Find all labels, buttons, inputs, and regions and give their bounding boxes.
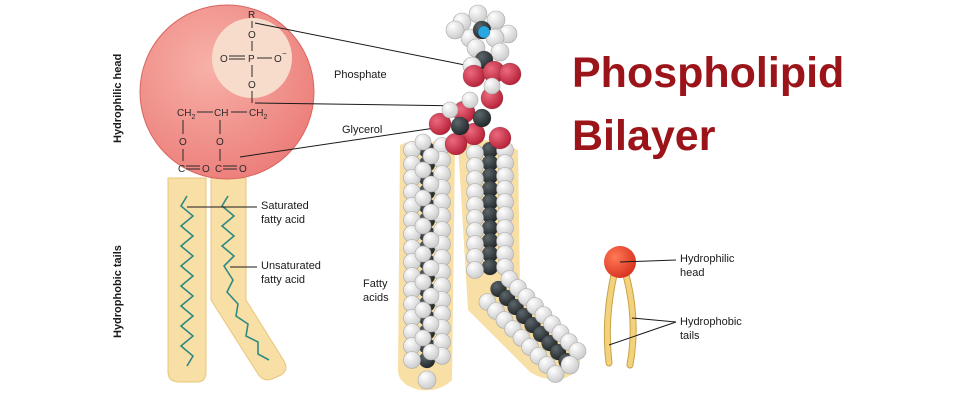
hydrogen-atom [422,203,440,221]
chem-P: P [248,54,255,65]
atom-cluster [403,4,587,390]
hydrogen-atom [422,231,440,249]
hydrogen-atom [422,287,440,305]
hydrogen-atom [560,355,580,375]
chem-minus-sign: − [282,49,287,58]
hydrogen-atom [441,101,459,119]
hydrogen-atom [403,351,421,369]
hydrogen-atom [490,42,510,62]
chem-O-ester-right: O [216,137,224,148]
saturated-label-line2: fatty acid [261,214,305,226]
unsaturated-tail [210,177,287,381]
oxygen-atom [444,132,468,156]
carbon-atom [450,116,470,136]
phosphate-group [212,18,292,98]
unsaturated-zigzag [220,195,270,361]
hydrogen-atom [468,4,488,24]
chem-O-ester-left: O [179,137,187,148]
hydrogen-atom [422,315,440,333]
hydrogen-atom [414,245,432,263]
fatty-acids-label-line2: acids [363,292,389,304]
hydrogen-atom [414,329,432,347]
chem-R: R [248,10,255,21]
hydrogen-atom [414,133,432,151]
chem-O-carbonyl-left: O [202,164,210,175]
hydrogen-atom [546,365,565,383]
chem-O-top: O [248,30,256,41]
hydrophilic-head-label: Hydrophilic head [112,54,124,143]
hydrogen-atom [417,370,437,390]
hydrophobic-tails-label: Hydrophobic tails [112,245,124,338]
carbon-atom [472,108,492,128]
hydrogen-atom [483,77,501,95]
chem-O-minus: O [274,54,282,65]
hydrogen-atom [414,217,432,235]
glycerol-label: Glycerol [342,124,382,136]
tails-leader-line-b [631,317,677,323]
saturated-zigzag [179,195,195,367]
title-line-2: Bilayer [572,112,716,160]
hydrogen-atom [422,175,440,193]
chem-O-carbonyl-right: O [239,164,247,175]
space-filling-model: Fatty acids [363,4,587,391]
hydrogen-atom [466,261,484,279]
chem-C-right: C [215,164,222,175]
oxygen-atom [498,62,522,86]
head-leader-line [619,259,677,263]
unsaturated-label-line2: fatty acid [261,274,305,286]
small-head-label-line2: head [680,267,704,279]
chem-C-left: C [178,164,185,175]
small-tails-label: Hydrophobic [680,316,742,328]
chemical-structure: R O O P O − O CH2 CH CH2 O O C [177,10,287,175]
hydrogen-atom [445,20,465,40]
chem-CH2-left: CH2 [177,108,195,121]
nitrogen-atom [477,25,491,39]
unsaturated-label: Unsaturated [261,260,321,272]
phosphate-label: Phosphate [334,69,387,81]
hydrogen-atom [414,301,432,319]
hydrogen-atom [422,259,440,277]
chem-O-left: O [220,54,228,65]
saturated-tail [167,177,207,383]
hydrogen-atom [568,342,587,360]
hydrogen-atom [414,273,432,291]
oxygen-atom [488,126,512,150]
saturated-label: Saturated [261,200,309,212]
title-line-1: Phospholipid [572,49,844,97]
hydrogen-atom [461,91,479,109]
small-head-label: Hydrophilic [680,253,735,265]
chem-CH: CH [214,108,228,119]
hydrogen-atom [422,147,440,165]
small-tails-label-line2: tails [680,330,700,342]
oxygen-atom [462,64,486,88]
chem-CH2-right: CH2 [249,108,267,121]
fatty-acids-label: Fatty [363,278,388,290]
hydrogen-atom [414,161,432,179]
carbon-atom [481,258,499,276]
chem-O-lower: O [248,80,256,91]
hydrogen-atom [414,189,432,207]
connector-lines [239,22,471,158]
tails-leader-line-a [608,321,677,346]
oxygen-atom [428,112,452,136]
left-panel: Hydrophilic head Hydrophobic tails R O O… [112,4,387,383]
hydrogen-atom [422,343,440,361]
simple-phospholipid-icon: Hydrophilic head Hydrophobic tails [603,246,742,369]
